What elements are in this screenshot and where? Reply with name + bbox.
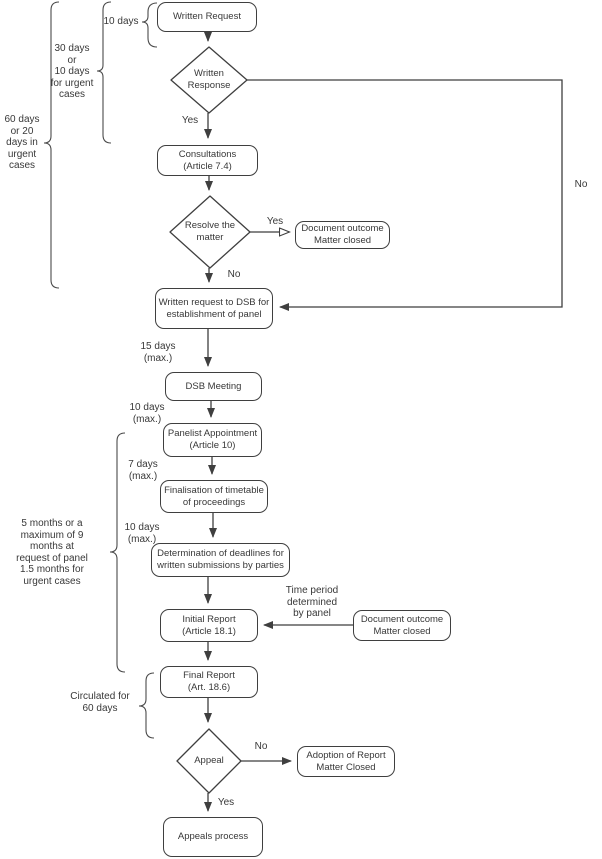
time-label-10-days: 10 days [103,16,139,27]
node-written-request: Written Request [157,2,257,32]
time-label-5-months: 5 months or a maximum of 9 months at req… [16,518,88,587]
decision-resolve-matter-label: Resolve the matter [184,220,236,243]
time-label-circulated-60-days: Circulated for 60 days [70,691,130,714]
time-label-10-days-max-2: 10 days (max.) [124,522,160,545]
node-determination-deadlines: Determination of deadlines for written s… [151,543,290,577]
decision-resolve-matter-shape [169,195,251,269]
brace-10-days [141,2,158,48]
time-label-10-days-max-1: 10 days (max.) [129,402,165,425]
edge-label-response-yes: Yes [181,115,199,126]
edge-response-no-to-dsb-request [247,79,563,311]
decision-appeal-shape [176,728,242,794]
brace-circulated-60-days [138,672,155,739]
brace-30-days [96,1,112,144]
node-panelist-appointment: Panelist Appointment (Article 10) [163,423,262,457]
edge-label-response-no: No [574,179,588,190]
time-label-60-days: 60 days or 20 days in urgent cases [4,114,40,171]
time-label-15-days-max: 15 days (max.) [140,341,176,364]
decision-written-response-shape [170,46,248,114]
node-written-request-dsb: Written request to DSB for establishment… [155,288,273,329]
time-label-time-period-panel: Time period determined by panel [285,585,339,619]
node-finalisation-timetable: Finalisation of timetable of proceedings [160,480,268,513]
node-document-outcome-1: Document outcome Matter closed [295,221,390,249]
time-label-7-days-max: 7 days (max.) [128,459,158,482]
node-final-report: Final Report (Art. 18.6) [160,666,258,698]
node-adoption-report: Adoption of Report Matter Closed [297,746,395,777]
node-initial-report: Initial Report (Article 18.1) [160,609,258,642]
edge-label-resolve-no: No [227,269,241,280]
brace-5-months [109,432,126,673]
decision-written-response-label: Written Response [187,68,231,91]
node-consultations: Consultations (Article 7.4) [157,145,258,176]
brace-60-days [43,1,60,289]
edge-label-appeal-no: No [254,741,268,752]
time-label-30-days: 30 days or 10 days for urgent cases [50,43,94,100]
edge-label-appeal-yes: Yes [217,797,235,808]
decision-appeal-label: Appeal [194,755,224,766]
node-dsb-meeting: DSB Meeting [165,372,262,401]
node-document-outcome-2: Document outcome Matter closed [353,610,451,641]
edge-label-resolve-yes: Yes [266,216,284,227]
node-appeals-process: Appeals process [163,817,263,857]
